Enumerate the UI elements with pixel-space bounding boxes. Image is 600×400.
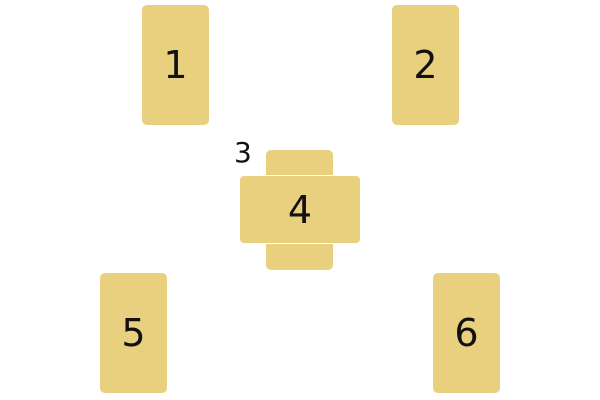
card-5: 5 <box>100 273 167 393</box>
card-4: 4 <box>239 175 361 244</box>
card-1: 1 <box>142 5 209 125</box>
card-3-label: 3 <box>234 136 252 169</box>
card-6: 6 <box>433 273 500 393</box>
card-6-label: 6 <box>454 311 479 355</box>
card-2: 2 <box>392 5 459 125</box>
card-2-label: 2 <box>413 43 438 87</box>
card-1-label: 1 <box>163 43 188 87</box>
card-5-label: 5 <box>121 311 146 355</box>
card-4-label: 4 <box>287 187 313 232</box>
